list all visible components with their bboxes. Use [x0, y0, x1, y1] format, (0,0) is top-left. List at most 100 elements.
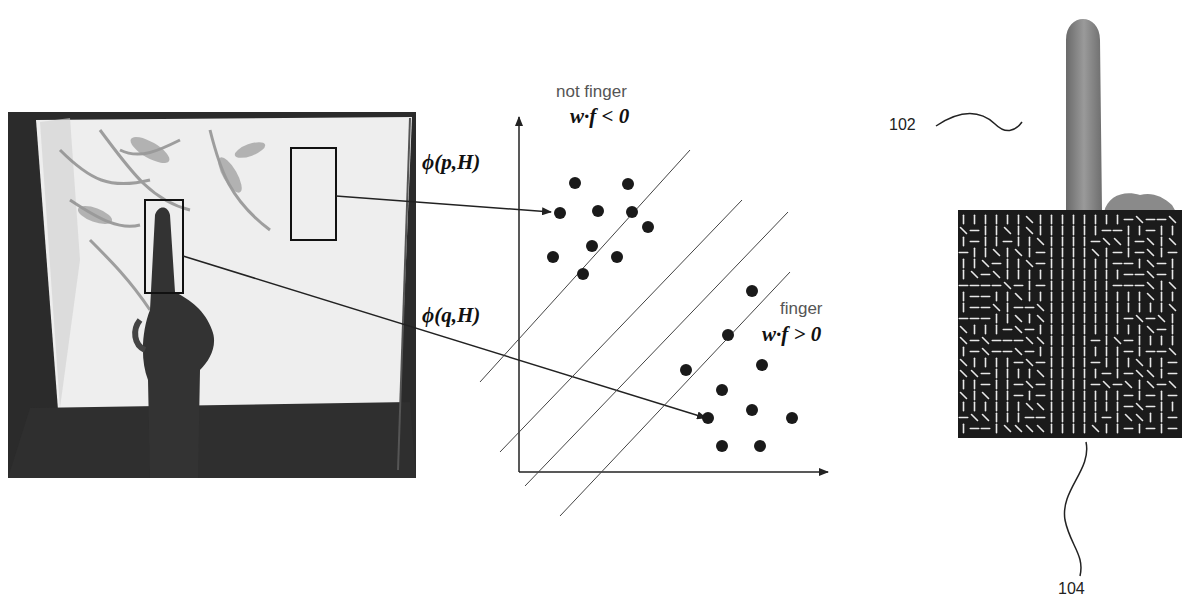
hog-stroke — [1073, 215, 1075, 223]
hog-stroke — [1084, 226, 1086, 234]
hog-stroke — [1128, 248, 1130, 256]
hog-stroke — [981, 274, 989, 276]
hog-stroke — [1025, 351, 1033, 353]
hog-stroke — [1157, 263, 1165, 265]
hog-stroke — [1146, 318, 1154, 320]
hog-stroke — [1126, 382, 1132, 388]
hog-stroke — [1040, 292, 1042, 300]
hog-stroke — [972, 415, 978, 421]
hog-stroke — [1168, 395, 1176, 397]
hog-stroke — [1029, 391, 1031, 399]
hog-stroke — [1104, 239, 1110, 245]
hog-stroke — [1128, 292, 1130, 300]
hog-stroke — [1128, 325, 1130, 333]
hog-stroke — [1029, 270, 1031, 278]
hog-stroke — [1124, 340, 1132, 342]
hog-stroke — [1062, 325, 1064, 333]
hog-stroke — [1124, 428, 1132, 430]
hog-stroke — [961, 371, 967, 377]
hog-stroke — [985, 325, 987, 333]
hog-stroke — [1168, 252, 1176, 254]
hog-stroke — [1146, 395, 1154, 397]
hog-stroke — [1148, 272, 1154, 278]
hog-stroke — [1062, 237, 1064, 245]
hog-stroke — [1106, 358, 1108, 366]
feature-label: ϕ(p,H) — [422, 150, 480, 175]
hog-stroke — [1051, 424, 1053, 432]
hog-stroke — [1007, 358, 1009, 366]
hog-stroke — [1139, 424, 1141, 432]
hog-stroke — [1168, 428, 1176, 430]
hog-stroke — [1148, 294, 1154, 300]
hog-stroke — [1084, 281, 1086, 289]
hog-stroke — [1007, 314, 1009, 322]
hog-stroke — [1113, 230, 1121, 232]
hog-stroke — [981, 373, 989, 375]
hog-stroke — [1137, 217, 1143, 223]
hog-stroke — [996, 424, 998, 432]
hog-stroke — [996, 226, 998, 234]
hog-stroke — [1014, 384, 1022, 386]
hog-stroke — [1095, 325, 1097, 333]
hog-stroke — [1117, 402, 1119, 410]
hog-stroke — [974, 402, 976, 410]
hog-stroke — [1018, 259, 1020, 267]
sample-dots — [547, 177, 798, 452]
hog-stroke — [1115, 239, 1121, 245]
hog-stroke — [1040, 325, 1042, 333]
hog-stroke — [1170, 305, 1176, 311]
hog-stroke — [1051, 237, 1053, 245]
hog-stroke — [1128, 303, 1130, 311]
hog-stroke — [1117, 314, 1119, 322]
hog-stroke — [974, 325, 976, 333]
hog-stroke — [1117, 358, 1119, 366]
hog-stroke — [1084, 237, 1086, 245]
hog-stroke — [1084, 215, 1086, 223]
hog-stroke — [1051, 369, 1053, 377]
hog-stroke — [1161, 424, 1163, 432]
hog-stroke — [1036, 384, 1044, 386]
hog-stroke — [1084, 336, 1086, 344]
hog-stroke — [1029, 314, 1031, 322]
hog-stroke — [1007, 369, 1009, 377]
hog-stroke — [996, 314, 998, 322]
hog-stroke — [1117, 347, 1119, 355]
hog-stroke — [961, 327, 967, 333]
hog-stroke — [1005, 426, 1011, 432]
hog-stroke — [1062, 226, 1064, 234]
hog-stroke — [974, 358, 976, 366]
hog-stroke — [996, 358, 998, 366]
hog-stroke — [1018, 402, 1020, 410]
hog-stroke — [963, 303, 965, 311]
hog-stroke — [1161, 281, 1163, 289]
hog-stroke — [1106, 281, 1108, 289]
hog-stroke — [1029, 281, 1031, 289]
hog-stroke — [1051, 336, 1053, 344]
hog-stroke — [1084, 380, 1086, 388]
hog-stroke — [1062, 424, 1064, 432]
hog-stroke — [1113, 384, 1121, 386]
hog-stroke — [1095, 413, 1097, 421]
hog-stroke — [1091, 340, 1099, 342]
hog-stroke — [1106, 325, 1108, 333]
hog-stroke — [970, 230, 978, 232]
hog-stroke — [1084, 303, 1086, 311]
hog-stroke — [1036, 263, 1044, 265]
hog-stroke — [961, 393, 967, 399]
hog-stroke — [1172, 314, 1174, 322]
hog-stroke — [1124, 318, 1132, 320]
hog-stroke — [996, 391, 998, 399]
hog-stroke — [996, 237, 998, 245]
hog-stroke — [1029, 237, 1031, 245]
class-rule: w·f > 0 — [762, 322, 821, 347]
hog-stroke — [1161, 391, 1163, 399]
hog-stroke — [1091, 362, 1099, 364]
hog-stroke — [996, 380, 998, 388]
hog-stroke — [974, 391, 976, 399]
hog-stroke — [1062, 259, 1064, 267]
hog-stroke — [1027, 426, 1033, 432]
hog-stroke — [996, 292, 998, 300]
hog-stroke — [994, 305, 1000, 311]
hog-stroke — [1117, 424, 1119, 432]
hog-stroke — [1005, 283, 1011, 289]
